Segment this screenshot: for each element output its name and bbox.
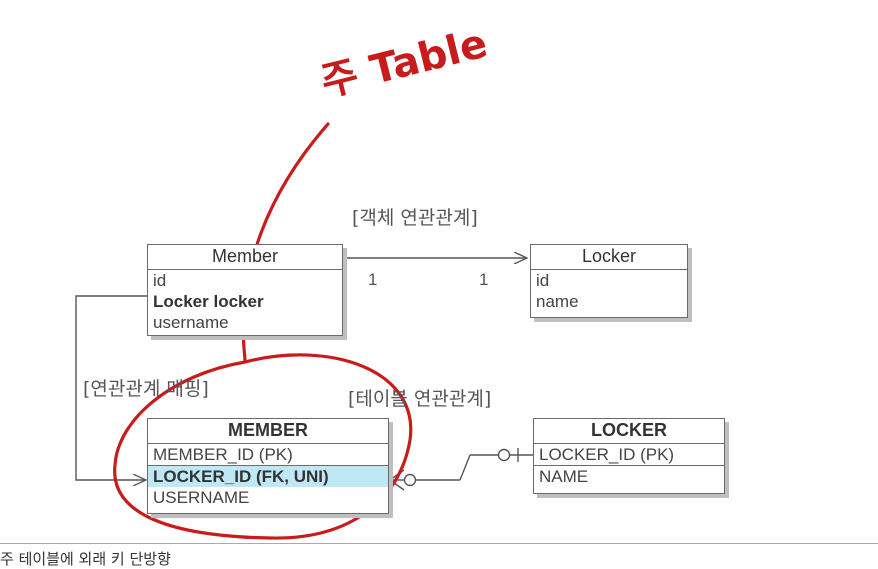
member-table-fields: LOCKER_ID (FK, UNI) USERNAME [148, 466, 388, 508]
member-table-pk-section: MEMBER_ID (PK) [148, 444, 388, 466]
member-table-pk: MEMBER_ID (PK) [153, 445, 293, 464]
member-class-title: Member [148, 245, 342, 270]
member-table-title: MEMBER [148, 419, 388, 444]
locker-class-box: Locker id name [530, 244, 688, 318]
member-table-fk-locker: LOCKER_ID (FK, UNI) [148, 466, 388, 487]
locker-class-title: Locker [531, 245, 687, 270]
member-class-fields: id Locker locker username [148, 270, 342, 333]
member-field-username: username [153, 313, 229, 332]
multiplicity-right: 1 [479, 270, 489, 289]
object-relation-label: [객체 연관관계] [352, 207, 478, 229]
locker-table-fields: NAME [534, 466, 724, 487]
locker-field-id: id [536, 271, 550, 290]
locker-table-title: LOCKER [534, 419, 724, 444]
locker-class-fields: id name [531, 270, 687, 312]
member-table-username: USERNAME [153, 488, 250, 507]
locker-table-name: NAME [539, 467, 589, 486]
mapping-arrow [75, 295, 148, 480]
multiplicity-left: 1 [368, 270, 378, 289]
locker-field-name: name [536, 292, 579, 311]
caption-divider [0, 543, 878, 544]
locker-table-pk: LOCKER_ID (PK) [539, 445, 675, 464]
member-field-id: id [153, 271, 167, 290]
table-relation-label: [테이블 연관관계] [348, 388, 492, 410]
locker-table-pk-section: LOCKER_ID (PK) [534, 444, 724, 466]
member-table-box: MEMBER MEMBER_ID (PK) LOCKER_ID (FK, UNI… [147, 418, 389, 514]
mapping-label: [연관관계 매핑] [83, 378, 209, 400]
annotation-circle [113, 353, 413, 540]
table-relationship-line [389, 448, 533, 491]
locker-table-box: LOCKER LOCKER_ID (PK) NAME [533, 418, 725, 494]
member-field-locker: Locker locker [153, 292, 264, 311]
figure-caption: 주 테이블에 외래 키 단방향 [0, 550, 171, 568]
member-class-box: Member id Locker locker username [147, 244, 343, 336]
